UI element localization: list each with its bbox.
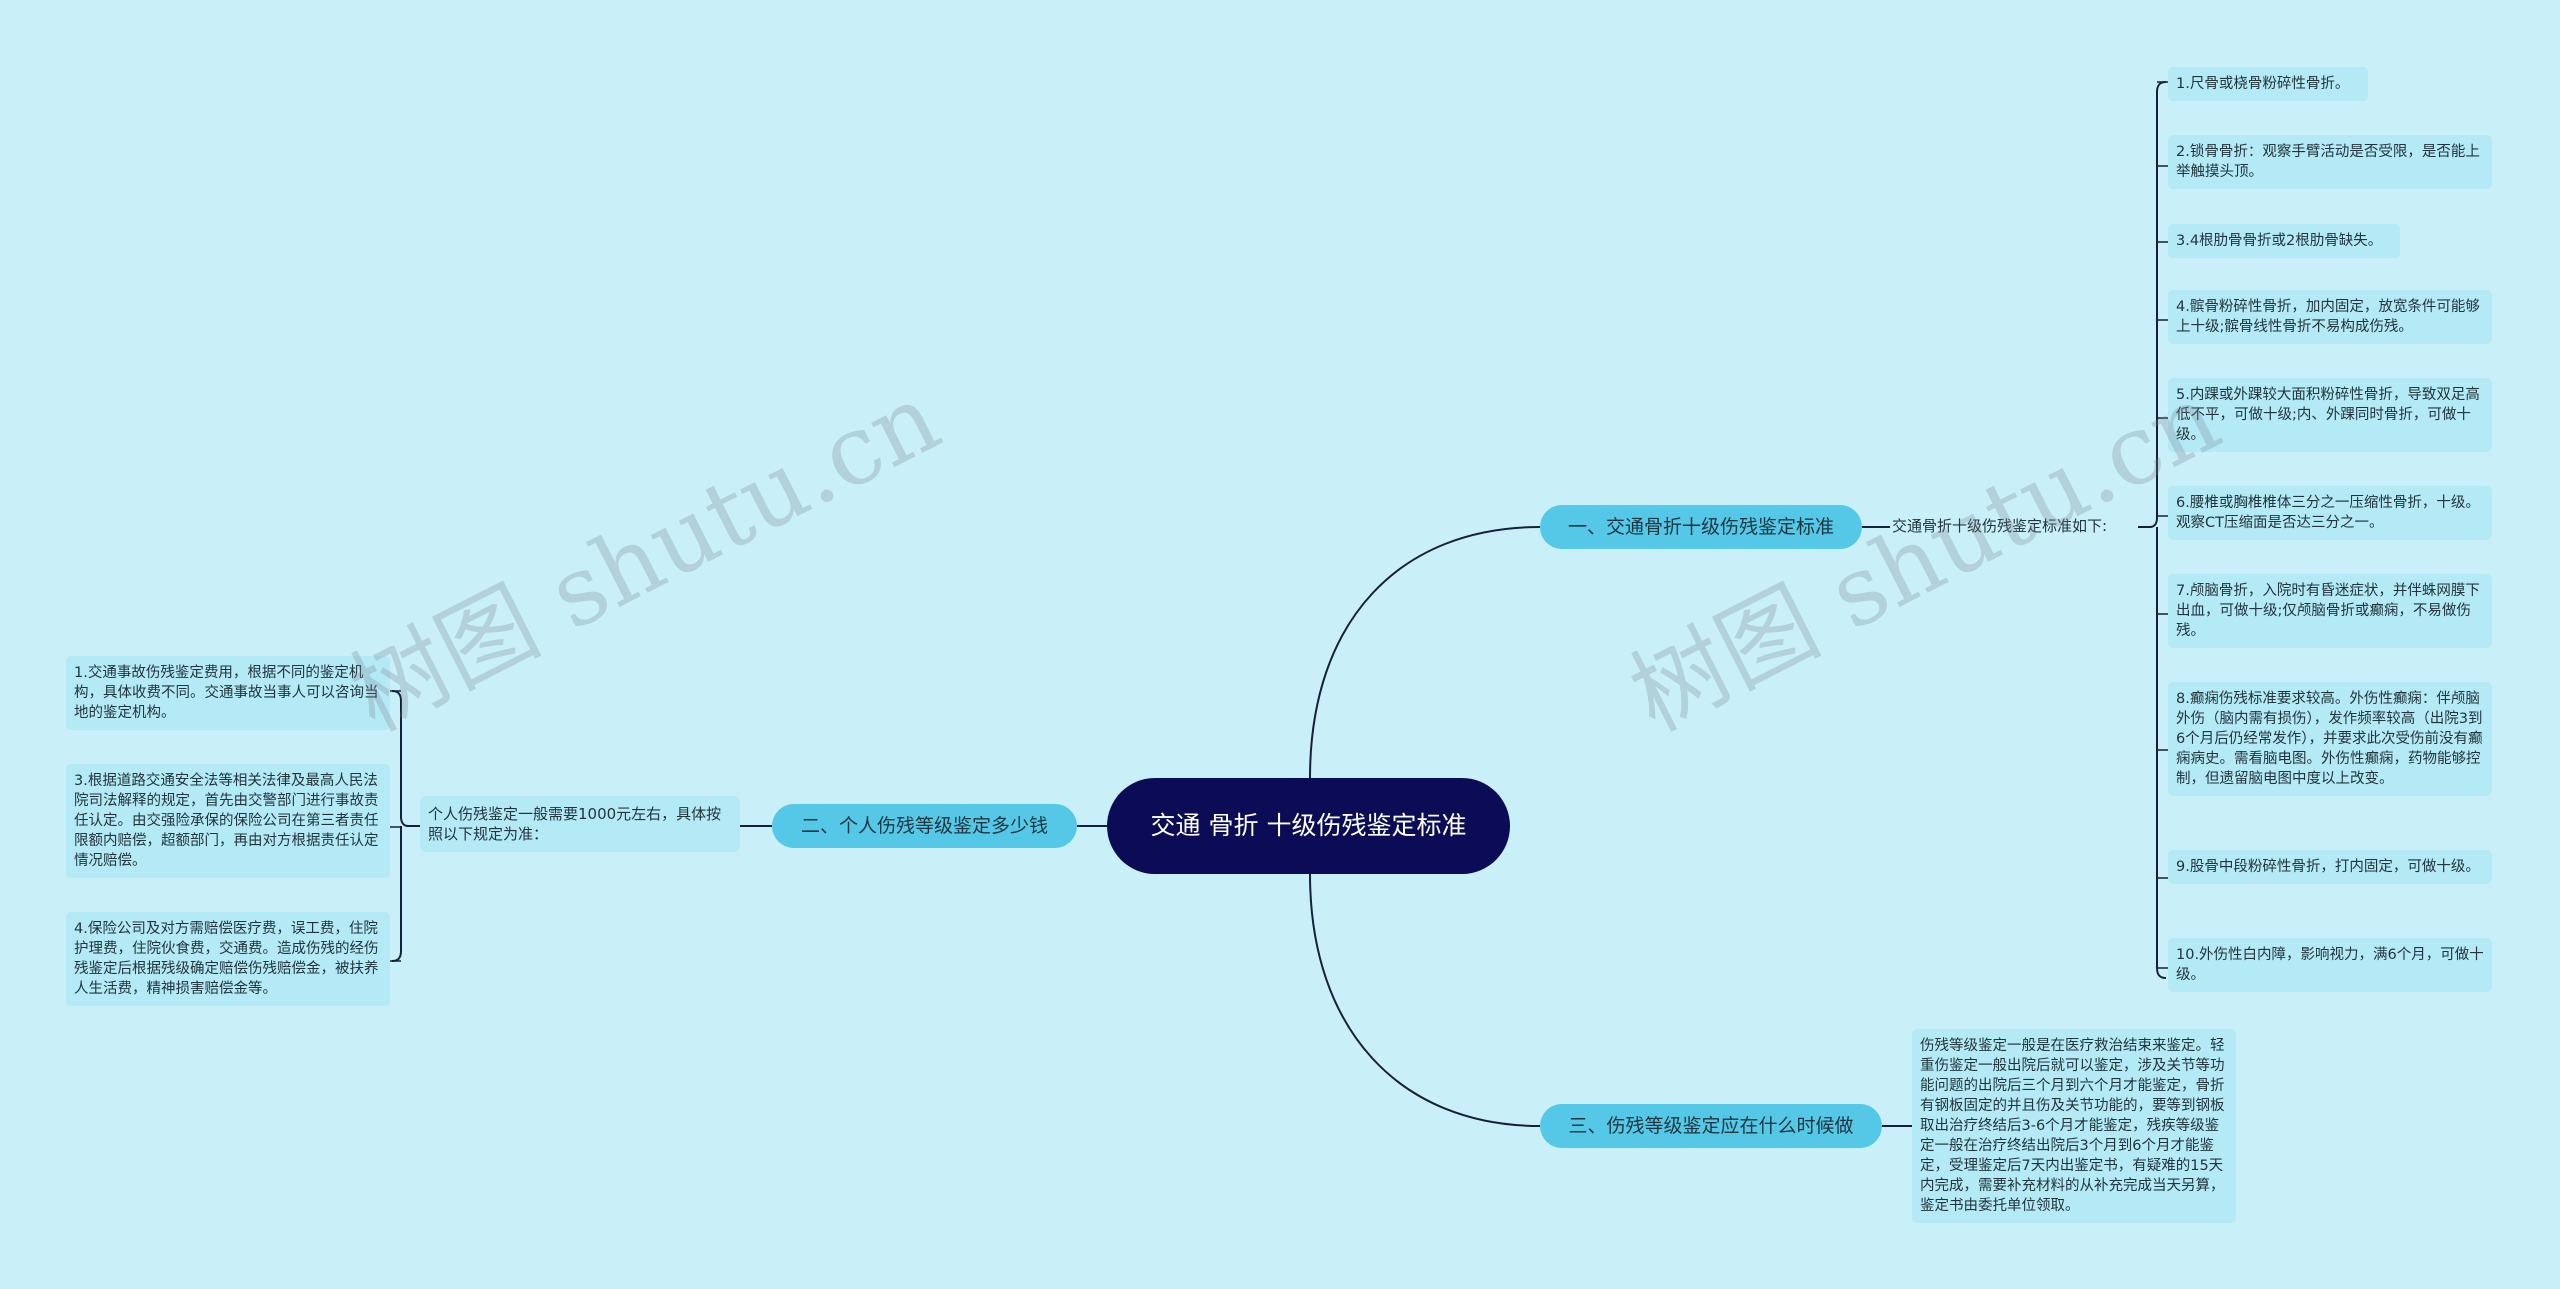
- leaf-1-2[interactable]: 2.锁骨骨折：观察手臂活动是否受限，是否能上举触摸头顶。: [2168, 135, 2492, 189]
- bracket-branch1: [2138, 81, 2167, 979]
- branch-1-node[interactable]: 一、交通骨折十级伤残鉴定标准: [1540, 505, 1862, 549]
- leaf-1-1-text: 1.尺骨或桡骨粉碎性骨折。: [2176, 76, 2350, 92]
- leaf-2-3-text: 4.保险公司及对方需赔偿医疗费，误工费，住院护理费，住院伙食费，交通费。造成伤残…: [74, 921, 379, 997]
- leaf-2-3[interactable]: 4.保险公司及对方需赔偿医疗费，误工费，住院护理费，住院伙食费，交通费。造成伤残…: [66, 912, 390, 1006]
- branch-3-sub-text: 伤残等级鉴定一般是在医疗救治结束来鉴定。轻重伤鉴定一般出院后就可以鉴定，涉及关节…: [1920, 1038, 2225, 1214]
- leaf-1-2-text: 2.锁骨骨折：观察手臂活动是否受限，是否能上举触摸头顶。: [2176, 144, 2480, 180]
- branch-3-node[interactable]: 三、伤残等级鉴定应在什么时候做: [1540, 1104, 1882, 1148]
- bracket-branch2: [391, 690, 420, 962]
- branch-1-label: 一、交通骨折十级伤残鉴定标准: [1567, 516, 1834, 538]
- branch-1-sub[interactable]: 交通骨折十级伤残鉴定标准如下:: [1892, 516, 2138, 536]
- branch-2-node[interactable]: 二、个人伤残等级鉴定多少钱: [772, 804, 1077, 848]
- leaf-1-9-text: 9.股骨中段粉碎性骨折，打内固定，可做十级。: [2176, 859, 2480, 875]
- leaf-1-1[interactable]: 1.尺骨或桡骨粉碎性骨折。: [2168, 67, 2368, 101]
- leaf-1-10[interactable]: 10.外伤性白内障，影响视力，满6个月，可做十级。: [2168, 938, 2492, 992]
- branch-2-sub-text: 个人伤残鉴定一般需要1000元左右，具体按照以下规定为准：: [428, 805, 722, 843]
- leaf-1-4-text: 4.髌骨粉碎性骨折，加内固定，放宽条件可能够上十级;髌骨线性骨折不易构成伤残。: [2176, 299, 2480, 335]
- leaf-1-5-text: 5.内踝或外踝较大面积粉碎性骨折，导致双足高低不平，可做十级;内、外踝同时骨折，…: [2176, 387, 2480, 443]
- leaf-1-3[interactable]: 3.4根肋骨骨折或2根肋骨缺失。: [2168, 224, 2400, 258]
- leaf-1-6[interactable]: 6.腰椎或胸椎椎体三分之一压缩性骨折，十级。观察CT压缩面是否达三分之一。: [2168, 486, 2492, 540]
- leaf-2-2[interactable]: 3.根据道路交通安全法等相关法律及最高人民法院司法解释的规定，首先由交警部门进行…: [66, 764, 390, 878]
- leaf-1-8-text: 8.癫痫伤残标准要求较高。外伤性癫痫：伴颅脑外伤（脑内需有损伤），发作频率较高（…: [2176, 691, 2483, 787]
- leaf-1-7[interactable]: 7.颅脑骨折，入院时有昏迷症状，并伴蛛网膜下出血，可做十级;仅颅脑骨折或癫痫，不…: [2168, 574, 2492, 648]
- branch-2-sub[interactable]: 个人伤残鉴定一般需要1000元左右，具体按照以下规定为准：: [420, 796, 740, 852]
- link-root-branch1: [1309, 526, 1541, 779]
- leaf-1-10-text: 10.外伤性白内障，影响视力，满6个月，可做十级。: [2176, 947, 2484, 983]
- leaf-2-1[interactable]: 1.交通事故伤残鉴定费用，根据不同的鉴定机构，具体收费不同。交通事故当事人可以咨…: [66, 656, 390, 730]
- leaf-1-3-text: 3.4根肋骨骨折或2根肋骨缺失。: [2176, 233, 2383, 249]
- link-root-branch3: [1309, 873, 1541, 1127]
- leaf-2-1-text: 1.交通事故伤残鉴定费用，根据不同的鉴定机构，具体收费不同。交通事故当事人可以咨…: [74, 665, 379, 721]
- leaf-1-6-text: 6.腰椎或胸椎椎体三分之一压缩性骨折，十级。观察CT压缩面是否达三分之一。: [2176, 495, 2480, 531]
- leaf-1-5[interactable]: 5.内踝或外踝较大面积粉碎性骨折，导致双足高低不平，可做十级;内、外踝同时骨折，…: [2168, 378, 2492, 452]
- leaf-1-9[interactable]: 9.股骨中段粉碎性骨折，打内固定，可做十级。: [2168, 850, 2492, 884]
- root-title: 交通 骨折 十级伤残鉴定标准: [1150, 811, 1467, 840]
- branch-2-label: 二、个人伤残等级鉴定多少钱: [800, 815, 1048, 837]
- branch-1-sub-text: 交通骨折十级伤残鉴定标准如下:: [1892, 517, 2108, 535]
- leaf-1-7-text: 7.颅脑骨折，入院时有昏迷症状，并伴蛛网膜下出血，可做十级;仅颅脑骨折或癫痫，不…: [2176, 583, 2480, 639]
- leaf-1-4[interactable]: 4.髌骨粉碎性骨折，加内固定，放宽条件可能够上十级;髌骨线性骨折不易构成伤残。: [2168, 290, 2492, 344]
- branch-3-label: 三、伤残等级鉴定应在什么时候做: [1568, 1115, 1854, 1137]
- leaf-1-8[interactable]: 8.癫痫伤残标准要求较高。外伤性癫痫：伴颅脑外伤（脑内需有损伤），发作频率较高（…: [2168, 682, 2492, 796]
- leaf-2-2-text: 3.根据道路交通安全法等相关法律及最高人民法院司法解释的规定，首先由交警部门进行…: [74, 773, 379, 869]
- root-node[interactable]: 交通 骨折 十级伤残鉴定标准: [1107, 778, 1510, 874]
- branch-3-sub[interactable]: 伤残等级鉴定一般是在医疗救治结束来鉴定。轻重伤鉴定一般出院后就可以鉴定，涉及关节…: [1912, 1029, 2236, 1223]
